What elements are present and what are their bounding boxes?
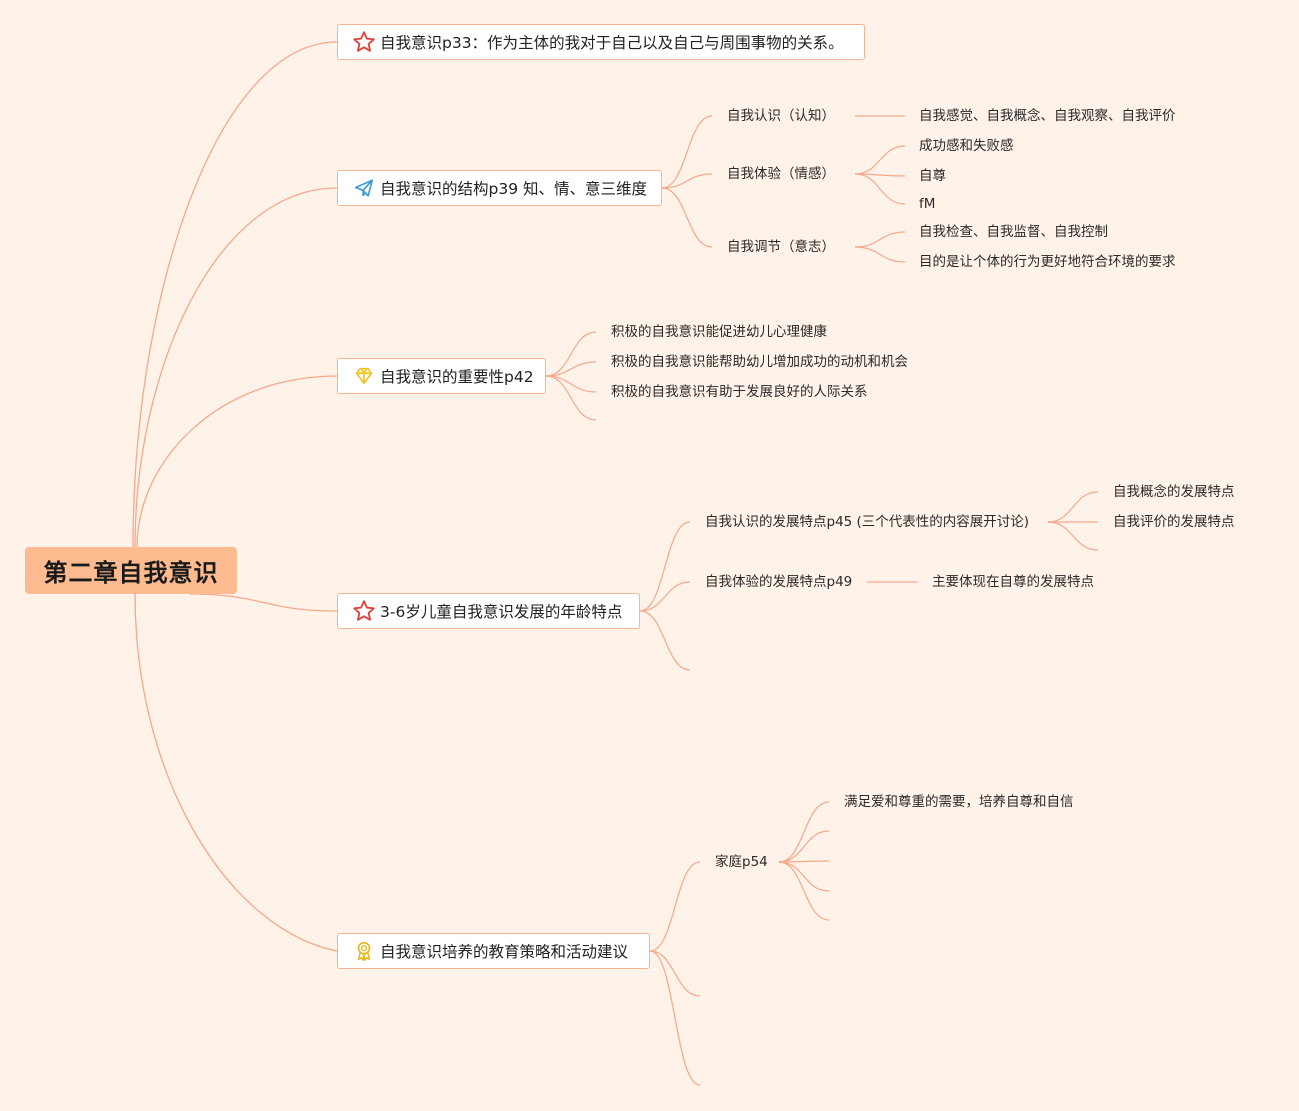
connector-22	[649, 950, 701, 1086]
connector-4	[854, 145, 906, 175]
node-regulation-goal[interactable]: 目的是让个体的行为更好地符合环境的要求	[919, 254, 1176, 270]
connector-6	[854, 173, 906, 205]
root-to-branch-1	[134, 187, 338, 548]
node-fm[interactable]: fM	[919, 196, 936, 212]
connector-18	[1047, 521, 1099, 551]
connector-14	[639, 581, 691, 612]
root-to-branch-3	[189, 593, 338, 612]
node-importance-motivation[interactable]: 积极的自我意识能帮助幼儿增加成功的动机和机会	[611, 354, 908, 370]
paper-plane-icon	[352, 176, 376, 200]
branch-age-characteristics[interactable]: 3-6岁儿童自我意识发展的年龄特点	[337, 593, 640, 629]
connector-0	[661, 115, 713, 189]
node-self-regulation[interactable]: 自我调节（意志）	[727, 239, 835, 255]
connector-11	[545, 375, 597, 393]
connector-12	[545, 375, 597, 421]
diamond-icon	[352, 364, 376, 388]
node-family[interactable]: 家庭p54	[715, 854, 768, 870]
branch-label: 3-6岁儿童自我意识发展的年龄特点	[380, 603, 623, 621]
node-self-check[interactable]: 自我检查、自我监督、自我控制	[919, 224, 1108, 240]
node-success-failure[interactable]: 成功感和失败感	[919, 138, 1014, 154]
node-self-esteem[interactable]: 自尊	[919, 168, 946, 184]
branch-label: 自我意识的重要性p42	[380, 368, 534, 386]
connector-21	[649, 950, 701, 997]
node-importance-health[interactable]: 积极的自我意识能促进幼儿心理健康	[611, 324, 827, 340]
branch-label: 自我意识的结构p39 知、情、意三维度	[380, 180, 647, 198]
root-to-branch-0	[132, 41, 338, 548]
connector-13	[639, 521, 691, 612]
node-self-esteem-development[interactable]: 主要体现在自尊的发展特点	[932, 574, 1094, 590]
connector-10	[545, 361, 597, 377]
root-topic[interactable]: 第二章自我意识	[25, 547, 237, 594]
root-to-branch-4	[134, 593, 338, 952]
connector-2	[661, 187, 713, 248]
branch-label: 自我意识p33：作为主体的我对于自己以及自己与周围事物的关系。	[380, 34, 844, 52]
node-self-experience-development[interactable]: 自我体验的发展特点p49	[705, 574, 853, 590]
connector-1	[661, 173, 713, 189]
connector-20	[649, 861, 701, 952]
root-to-branch-2	[136, 375, 338, 548]
branch-label: 自我意识培养的教育策略和活动建议	[380, 943, 629, 961]
node-self-cognition[interactable]: 自我认识（认知）	[727, 108, 835, 124]
node-family-love-respect[interactable]: 满足爱和尊重的需要，培养自尊和自信	[844, 794, 1074, 810]
star-icon	[352, 30, 376, 54]
branch-structure[interactable]: 自我意识的结构p39 知、情、意三维度	[337, 170, 662, 206]
connector-27	[778, 861, 830, 921]
branch-self-consciousness-definition[interactable]: 自我意识p33：作为主体的我对于自己以及自己与周围事物的关系。	[337, 24, 865, 60]
connector-7	[854, 231, 906, 248]
connector-9	[545, 331, 597, 377]
star-icon	[352, 599, 376, 623]
node-self-concept-development[interactable]: 自我概念的发展特点	[1113, 484, 1235, 500]
node-self-cognition-detail[interactable]: 自我感觉、自我概念、自我观察、自我评价	[919, 108, 1176, 124]
node-self-evaluation-development[interactable]: 自我评价的发展特点	[1113, 514, 1235, 530]
node-importance-relations[interactable]: 积极的自我意识有助于发展良好的人际关系	[611, 384, 868, 400]
node-self-experience[interactable]: 自我体验（情感）	[727, 166, 835, 182]
award-ribbon-icon	[352, 939, 376, 963]
branch-education-strategies[interactable]: 自我意识培养的教育策略和活动建议	[337, 933, 650, 969]
connector-15	[639, 610, 691, 671]
node-self-cognition-development[interactable]: 自我认识的发展特点p45 (三个代表性的内容展开讨论)	[705, 514, 1030, 530]
branch-importance[interactable]: 自我意识的重要性p42	[337, 358, 546, 394]
connector-23	[778, 801, 830, 863]
connector-16	[1047, 491, 1099, 523]
connector-26	[778, 861, 830, 892]
connector-8	[854, 246, 906, 263]
connector-24	[778, 830, 830, 863]
